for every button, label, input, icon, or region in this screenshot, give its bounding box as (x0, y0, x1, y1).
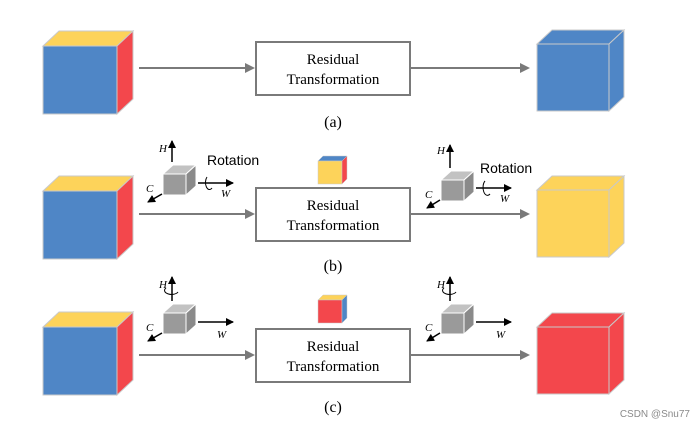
residual-block-a-box (255, 41, 411, 96)
gray-cube-c-left-front (162, 312, 187, 335)
gray-cube-c-right-side (463, 302, 475, 336)
caption-b: (b) (324, 258, 343, 275)
output-cube-b-front (536, 189, 610, 258)
residual-block-a-line2: Transformation (287, 72, 380, 88)
small-cube-c-front (317, 299, 343, 324)
residual-block-c: Residual Transformation (255, 328, 411, 383)
input-cube-b-front (42, 190, 118, 260)
residual-block-b-line2: Transformation (287, 218, 380, 234)
output-cube-a-side (608, 28, 625, 113)
output-cube-c-side (608, 311, 625, 396)
rotation-gizmo-b-right: H C W Rotation (425, 144, 532, 209)
rotation-icon-c-right (442, 287, 457, 295)
residual-block-b-box (255, 187, 411, 242)
caption-a: (a) (324, 114, 342, 131)
c-axis-label-c-right: C (425, 322, 433, 334)
c-axis-label-b-left: C (146, 183, 154, 195)
residual-block-c-line2: Transformation (287, 359, 380, 375)
h-axis-label-c-right: H (436, 279, 446, 291)
w-axis-label-c-left: W (217, 329, 227, 341)
gray-cube-c-left-side (185, 302, 197, 336)
small-cube-b-front (317, 160, 343, 185)
residual-block-c-box (255, 328, 411, 383)
input-cube-a-front (42, 45, 118, 115)
small-cube-b-side (341, 155, 348, 185)
w-axis-label-b-left: W (221, 188, 231, 200)
small-cube-c (317, 294, 348, 324)
rotation-gizmo-c-right: H C W (425, 276, 512, 342)
rotation-gizmo-c-left: H C W (146, 276, 234, 342)
rotation-label-b-right: Rotation (480, 160, 532, 176)
watermark: CSDN @Snu77 (620, 409, 691, 420)
rotation-icon-c-left (164, 287, 179, 295)
panel-c: H C W Residual Transformation H C (41, 276, 626, 416)
input-cube-a (41, 29, 135, 116)
small-cube-b (317, 155, 348, 185)
w-axis-label-c-right: W (496, 329, 506, 341)
gray-cube-b-left-front (162, 173, 187, 196)
c-axis-label-c-left: C (146, 322, 154, 334)
residual-block-a: Residual Transformation (255, 41, 411, 96)
output-cube-c-front (536, 326, 610, 395)
c-axis-label-b-right: C (425, 189, 433, 201)
gray-cube-b-right-side (463, 169, 475, 203)
output-cube-a (535, 28, 626, 113)
gray-cube-b-right-front (440, 179, 465, 202)
c-axis-arrow-b-right (426, 199, 441, 209)
input-cube-c-side (116, 310, 134, 397)
rotation-icon-b-right (482, 180, 491, 196)
input-cube-a-side (116, 29, 134, 116)
c-axis-arrow-c-right (426, 332, 441, 342)
gray-cube-c-right-front (440, 312, 465, 335)
residual-block-b: Residual Transformation (255, 187, 411, 242)
residual-block-b-line1: Residual (307, 198, 360, 214)
h-axis-label-c-left: H (158, 279, 168, 291)
residual-block-c-line1: Residual (307, 339, 360, 355)
input-cube-c-front (42, 326, 118, 396)
panel-b: H C W Rotation Residual Transformation (41, 140, 626, 275)
caption-c: (c) (324, 399, 342, 416)
c-axis-arrow-c-left (147, 332, 163, 342)
rotation-icon-b-left (204, 176, 213, 191)
panel-a: Residual Transformation (a) (41, 28, 626, 131)
input-cube-b (41, 174, 135, 261)
h-axis-label-b-left: H (158, 143, 168, 155)
c-axis-arrow-b-left (147, 193, 163, 203)
output-cube-b-side (608, 174, 625, 259)
input-cube-c (41, 310, 135, 397)
small-cube-c-side (341, 294, 348, 324)
h-axis-label-b-right: H (436, 145, 446, 157)
output-cube-c (535, 311, 626, 396)
output-cube-b (535, 174, 626, 259)
output-cube-a-front (536, 43, 610, 112)
rotation-gizmo-b-left: H C W Rotation (146, 140, 259, 203)
rotation-label-b-left: Rotation (207, 152, 259, 168)
gray-cube-b-left-side (185, 163, 197, 197)
w-axis-label-b-right: W (500, 193, 510, 205)
input-cube-b-side (116, 174, 134, 261)
residual-block-a-line1: Residual (307, 52, 360, 68)
